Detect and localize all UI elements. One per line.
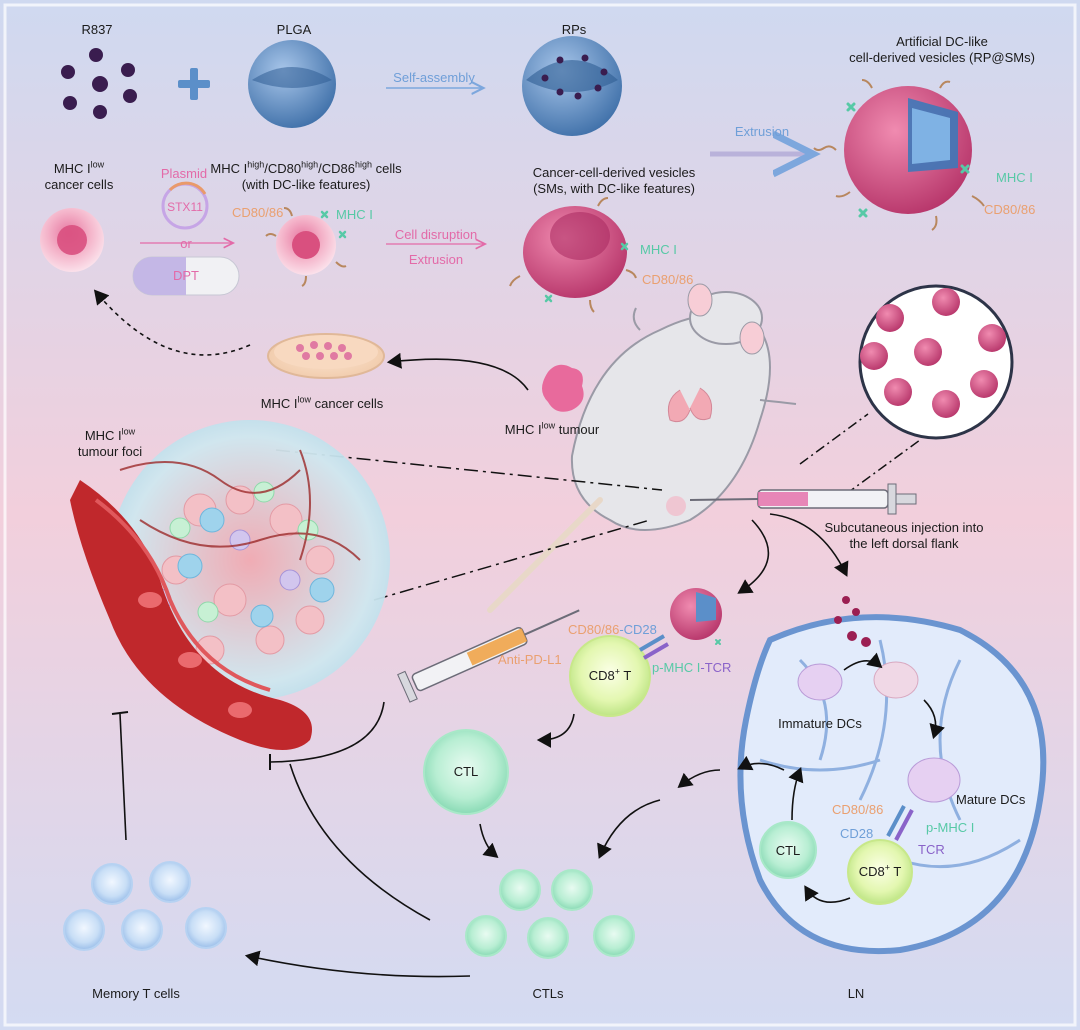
plga-label: PLGA — [276, 22, 312, 37]
ctl-label: CTL — [453, 764, 479, 779]
rp-sms-title-line1: Artificial DC-like — [896, 34, 988, 49]
plasmid-label: Plasmid — [160, 166, 208, 181]
extrusion-top-label: Extrusion — [734, 124, 790, 139]
memory-t-cells — [63, 861, 227, 951]
r837-molecules — [61, 48, 137, 119]
ln-cd80-86-label: CD80/86 — [832, 802, 884, 817]
mhc-high-cells-label: MHC Ihigh/CD80high/CD86high cells — [210, 159, 402, 176]
mhc-high-cells-label-line2: (with DC-like features) — [241, 177, 371, 192]
cd8-t-cell — [569, 635, 651, 717]
cd80-86-cell-label: CD80/86 — [232, 205, 284, 220]
vesicles-label-line1: Cancer-cell-derived vesicles — [532, 165, 696, 180]
ctl-cell — [423, 729, 509, 815]
ln-label: LN — [847, 986, 865, 1001]
ln-cd28-label: CD28 — [840, 826, 874, 841]
cell-disruption-label: Cell disruption — [394, 227, 478, 242]
mhc-i-sm-label: MHC I — [640, 242, 677, 257]
lymph-node — [737, 596, 1047, 955]
ctls-label: CTLs — [532, 986, 564, 1001]
plus-icon — [178, 68, 210, 100]
petri-dish — [267, 333, 385, 379]
blood-vessel — [70, 480, 312, 750]
anti-pd-l1-syringe — [397, 609, 580, 703]
sm-vesicle — [509, 197, 637, 313]
tumour-foci-label-line2: tumour foci — [77, 444, 143, 459]
tumour-lump — [542, 364, 584, 412]
tumour-foci-label: MHC Ilow — [84, 426, 136, 443]
r837-label: R837 — [81, 22, 113, 37]
ln-pmhc-label: p-MHC I — [926, 820, 975, 835]
injection-syringe — [689, 483, 917, 515]
stx11-label: STX11 — [167, 200, 203, 214]
cd80-86-cd28-label: CD80/86-CD28 — [568, 622, 657, 637]
mhc-low-cells-label: MHC Ilow — [53, 159, 105, 176]
mhc-i-top-label: MHC I — [996, 170, 1033, 185]
vesicle-inset — [858, 284, 1014, 440]
mhc-low-cells-label-line2: cancer cells — [44, 177, 114, 192]
dpt-capsule — [132, 256, 240, 296]
rps-sphere — [522, 36, 622, 136]
injection-label-line2: the left dorsal flank — [849, 536, 959, 551]
rp-sms-title-line2: cell-derived vesicles (RP@SMs) — [849, 50, 1035, 65]
cd80-86-sm-label: CD80/86 — [642, 272, 694, 287]
mhc-i-cell-label: MHC I — [336, 207, 373, 222]
vesicles-label-line2: (SMs, with DC-like features) — [533, 181, 695, 196]
plga-sphere — [248, 40, 336, 128]
cd80-86-top-label: CD80/86 — [984, 202, 1036, 217]
injection-label-line1: Subcutaneous injection into — [824, 520, 984, 535]
immature-dcs-label: Immature DCs — [778, 716, 862, 731]
plasmid-icon — [161, 181, 209, 230]
culture-cells-label: MHC Ilow cancer cells — [260, 394, 384, 411]
mhc-high-cell — [265, 207, 347, 287]
anti-pd-l1-label: Anti-PD-L1 — [498, 652, 562, 667]
mhc-low-cancer-cell — [40, 208, 104, 272]
rps-label: RPs — [561, 22, 587, 37]
ln-tcr-label: TCR — [918, 842, 945, 857]
pmhc-tcr-label: p-MHC I-TCR — [652, 660, 732, 675]
memory-t-cells-label: Memory T cells — [92, 986, 180, 1001]
tumour-label: MHC Ilow tumour — [504, 420, 600, 437]
self-assembly-label: Self-assembly — [393, 70, 475, 85]
ctls-group — [465, 869, 635, 959]
mature-dcs-label: Mature DCs — [956, 792, 1026, 807]
dpt-label: DPT — [173, 268, 199, 283]
cd8-t-label: CD8+ T — [588, 666, 632, 683]
extrusion-mid-label: Extrusion — [408, 252, 464, 267]
rp-sm-small — [670, 588, 722, 645]
mouse-illustration — [487, 283, 797, 613]
ln-ctl-label: CTL — [775, 843, 801, 858]
rp-sms-vesicle — [813, 79, 985, 231]
ln-cd8-t-label: CD8+ T — [858, 862, 902, 879]
or-label: or — [180, 236, 192, 251]
